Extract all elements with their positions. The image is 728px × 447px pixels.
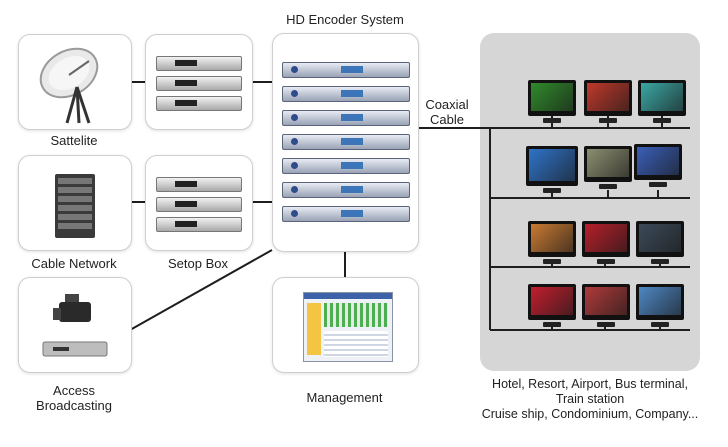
settop-unit bbox=[156, 76, 242, 91]
tv-content bbox=[531, 224, 573, 252]
tv-content bbox=[531, 287, 573, 315]
encoder-unit bbox=[282, 110, 410, 126]
tv-screen bbox=[584, 146, 632, 189]
tv-content bbox=[641, 83, 683, 111]
encoder-unit bbox=[282, 206, 410, 222]
encoder-unit bbox=[282, 182, 410, 198]
tv-screen bbox=[636, 221, 684, 264]
tv-screen bbox=[528, 221, 576, 264]
camera-and-recorder-icon bbox=[42, 294, 108, 357]
destinations-line2: Train station bbox=[555, 392, 625, 406]
settop-unit bbox=[156, 197, 242, 212]
line-access-to-encoder bbox=[129, 249, 273, 331]
tv-screen bbox=[638, 80, 686, 123]
cable-network-label: Cable Network bbox=[31, 256, 117, 271]
tv-screen bbox=[582, 284, 630, 327]
tv-content bbox=[585, 224, 627, 252]
settop-unit bbox=[156, 217, 242, 232]
cable-network-box bbox=[18, 155, 132, 251]
satellite-box bbox=[18, 34, 132, 130]
tv-content bbox=[531, 83, 573, 111]
coaxial-cable-label: Coaxial Cable bbox=[420, 97, 474, 127]
tv-content bbox=[529, 149, 575, 181]
destinations-line1: Hotel, Resort, Airport, Bus terminal, bbox=[492, 377, 688, 391]
access-label-line2: Broadcasting bbox=[36, 398, 112, 413]
tv-content bbox=[639, 224, 681, 252]
tv-screen bbox=[526, 146, 578, 193]
management-label: Management bbox=[306, 390, 383, 405]
encoder-unit bbox=[282, 134, 410, 150]
tv-content bbox=[585, 287, 627, 315]
settop-unit bbox=[156, 56, 242, 71]
destinations-line3: Cruise ship, Condominium, Company... bbox=[481, 407, 699, 421]
tv-screen bbox=[584, 80, 632, 123]
tv-screen bbox=[528, 80, 576, 123]
access-label-line1: Access bbox=[53, 383, 95, 398]
destinations-caption: Hotel, Resort, Airport, Bus terminal, Tr… bbox=[470, 377, 710, 422]
encoder-unit bbox=[282, 86, 410, 102]
management-box bbox=[272, 277, 419, 373]
management-software-screenshot bbox=[303, 292, 393, 362]
settop-unit bbox=[156, 96, 242, 111]
satellite-label: Sattelite bbox=[50, 133, 98, 148]
setop-box-bottom bbox=[145, 155, 253, 251]
coaxial-line2: Cable bbox=[430, 112, 464, 127]
server-rack-icon bbox=[55, 174, 95, 238]
tv-content bbox=[639, 287, 681, 315]
encoder-system-title: HD Encoder System bbox=[286, 12, 404, 27]
access-broadcasting-box bbox=[18, 277, 132, 373]
coaxial-line1: Coaxial bbox=[425, 97, 469, 112]
tv-screen bbox=[528, 284, 576, 327]
tv-content bbox=[587, 149, 629, 177]
tv-content bbox=[637, 147, 679, 175]
tv-content bbox=[587, 83, 629, 111]
tv-screen bbox=[582, 221, 630, 264]
tv-screen bbox=[636, 284, 684, 327]
satellite-dish-icon bbox=[39, 47, 99, 124]
setop-box-label: Setop Box bbox=[168, 256, 228, 271]
settop-unit bbox=[156, 177, 242, 192]
tv-screen bbox=[634, 144, 682, 187]
access-broadcasting-label: Access Broadcasting bbox=[18, 383, 130, 413]
encoder-unit bbox=[282, 158, 410, 174]
encoder-unit bbox=[282, 62, 410, 78]
setop-box-top bbox=[145, 34, 253, 130]
